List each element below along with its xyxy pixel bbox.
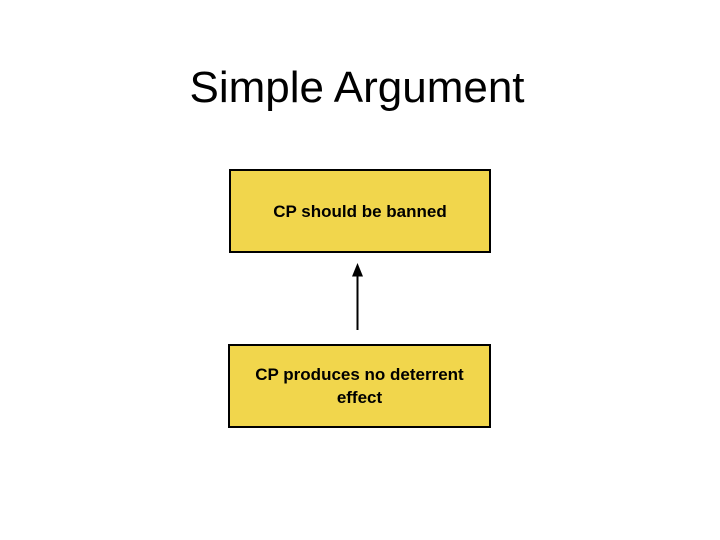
conclusion-box: CP should be banned [229,169,491,253]
premise-box-text: CP produces no deterrent effect [255,365,464,407]
conclusion-box-text: CP should be banned [273,201,447,221]
slide-title: Simple Argument [189,63,525,112]
arrow-up-icon [352,263,363,330]
premise-box: CP produces no deterrent effect [228,344,491,428]
